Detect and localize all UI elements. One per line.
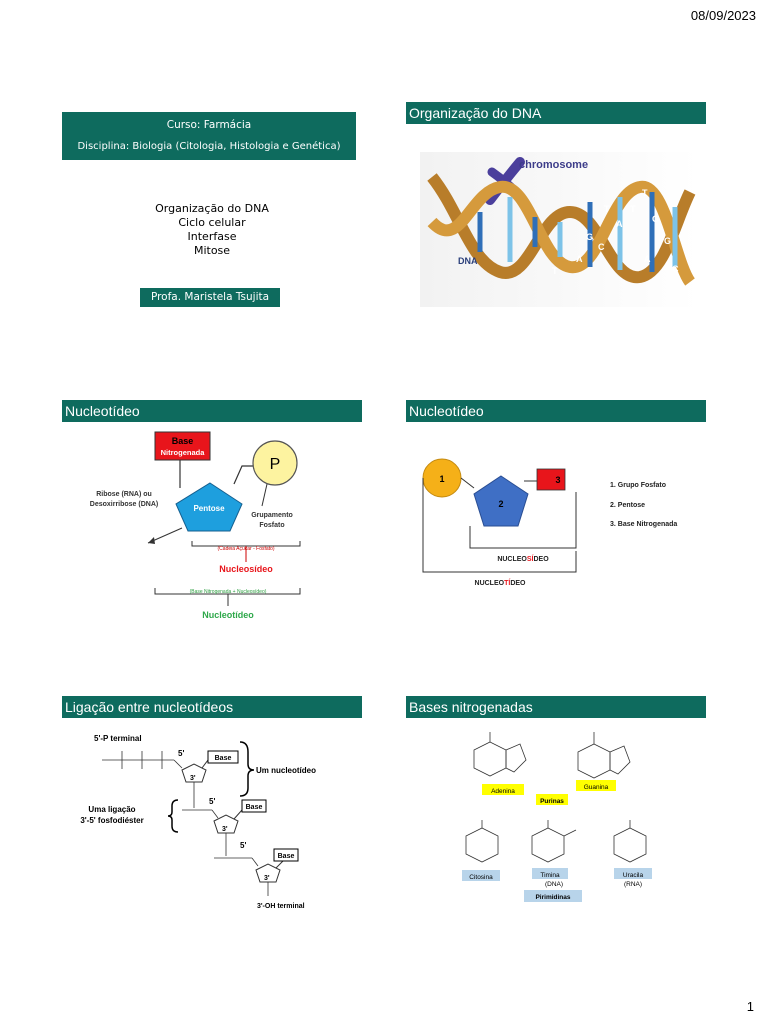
nucleotide-diagram: Base Nitrogenada P Pentose Ribose (RNA) … xyxy=(90,431,301,620)
slide-title: Bases nitrogenadas xyxy=(406,696,706,718)
slide-1-title: Curso: Farmácia Disciplina: Biologia (Ci… xyxy=(62,102,362,327)
part-3-label: 3 xyxy=(555,475,560,485)
course-box: Curso: Farmácia Disciplina: Biologia (Ci… xyxy=(62,112,356,160)
topic-list: Organização do DNA Ciclo celular Interfa… xyxy=(62,202,362,258)
slide-6-nitrogen-bases: Bases nitrogenadas Adenina Guanina Purin… xyxy=(406,696,706,921)
slide-title: Ligação entre nucleotídeos xyxy=(62,696,362,718)
phosphate-symbol: P xyxy=(270,456,281,473)
base-letter: C xyxy=(598,242,605,252)
citosina-label: Citosina xyxy=(469,874,493,881)
pyrimidine-structures xyxy=(465,820,647,863)
nucleoside-term: NUCLEOSÍDEO xyxy=(497,554,549,563)
five-prime-label: 5' xyxy=(178,749,184,758)
slide-title: Nucleotídeo xyxy=(406,400,706,422)
base-letter: T xyxy=(630,204,636,214)
legend-item: 2. Pentose xyxy=(610,502,645,509)
dna-chromosome-illustration: chromosome DNA T A G C A T G A G C T xyxy=(420,152,698,307)
adenina-label: Adenina xyxy=(491,788,515,795)
phosphate-group-sub-label: Fosfato xyxy=(259,522,284,529)
page-date: 08/09/2023 xyxy=(690,8,756,23)
base-letter: T xyxy=(642,188,648,198)
base-box-label: Base xyxy=(215,755,232,762)
pirimidinas-label: Pirimidinas xyxy=(535,894,570,901)
timina-label: Timina xyxy=(540,872,560,879)
bond-label: Uma ligação xyxy=(88,805,135,814)
slide-4-nucleotide-parts: Nucleotídeo 1 2 3 1. Grupo Fosfato 2. Pe… xyxy=(406,400,706,625)
slide-title: Nucleotídeo xyxy=(62,400,362,422)
nucleoside-label: Nucleosídeo xyxy=(219,564,273,574)
nucleotide-label: Nucleotídeo xyxy=(202,610,254,620)
five-prime-label: 5' xyxy=(240,841,246,850)
course-label: Curso: Farmácia xyxy=(166,119,252,131)
base-letter: G xyxy=(664,236,671,246)
base-letter: A xyxy=(576,254,583,264)
base-letter: A xyxy=(616,219,623,229)
rna-note: (RNA) xyxy=(624,881,642,888)
part-1-label: 1 xyxy=(439,474,444,484)
purinas-label: Purinas xyxy=(540,798,564,805)
nitrogen-bases-diagram: Adenina Guanina Purinas Citosina Timina … xyxy=(462,732,652,902)
topic-item: Interfase xyxy=(187,230,237,243)
three-prime-label: 3' xyxy=(222,826,228,833)
oh-terminal-label: 3'-OH terminal xyxy=(257,903,305,910)
discipline-label: Disciplina: Biologia (Citologia, Histolo… xyxy=(77,141,341,152)
guanina-label: Guanina xyxy=(584,784,609,791)
uracila-label: Uracila xyxy=(623,872,644,879)
topic-item: Mitose xyxy=(193,244,231,257)
pentose-label: Pentose xyxy=(193,504,225,513)
guanine-structure xyxy=(577,732,631,779)
phosphodiester-diagram: 5'-P terminal 5' 3' Base Um nucleotídeo … xyxy=(80,734,316,910)
base-letter: G xyxy=(586,232,593,242)
bond-sub-label: 3'-5' fosfodiéster xyxy=(80,816,143,825)
base-letter: A xyxy=(644,254,651,264)
base-letter: T xyxy=(604,204,610,214)
phosphate-group-label: Grupamento xyxy=(251,512,293,519)
legend-item: 3. Base Nitrogenada xyxy=(610,521,677,528)
base-box-label: Base xyxy=(246,804,263,811)
slide-title: Organização do DNA xyxy=(406,102,706,124)
sugar-label: Ribose (RNA) ou xyxy=(96,491,152,498)
slide-3-nucleotide: Nucleotídeo Base Nitrogenada P Pentose R… xyxy=(62,400,362,625)
nucleotide-term: NUCLEOTÍDEO xyxy=(475,578,527,587)
three-prime-label: 3' xyxy=(190,775,196,782)
three-prime-label: 3' xyxy=(264,875,270,882)
one-nucleotide-label: Um nucleotídeo xyxy=(256,766,316,775)
legend-item: 1. Grupo Fosfato xyxy=(610,482,666,489)
base-letter: G xyxy=(652,214,659,224)
slide-2-dna: Organização do DNA chromosome DNA T xyxy=(406,102,706,327)
combo-label: (Base Nitrogenada + Nucleosídeo) xyxy=(190,589,267,595)
five-prime-label: 5' xyxy=(209,797,215,806)
dna-label: DNA xyxy=(458,256,478,266)
base-label: Base xyxy=(172,436,194,446)
nucleotide-parts-diagram: 1 2 3 1. Grupo Fosfato 2. Pentose 3. Bas… xyxy=(422,458,677,587)
base-sub-label: Nitrogenada xyxy=(161,448,206,457)
topic-item: Ciclo celular xyxy=(178,216,246,229)
topic-item: Organização do DNA xyxy=(155,202,269,215)
part-2-label: 2 xyxy=(498,499,503,509)
base-letter: T xyxy=(552,266,558,276)
chromosome-label: chromosome xyxy=(519,159,588,171)
p-terminal-label: 5'-P terminal xyxy=(94,734,142,743)
adenine-structure xyxy=(473,732,527,777)
sugar-sub-label: Desoxirribose (DNA) xyxy=(90,501,158,508)
dna-note: (DNA) xyxy=(545,881,563,888)
page-number: 1 xyxy=(746,999,754,1014)
chain-label: (Cadeia Açucar - Fosfato) xyxy=(218,546,275,552)
base-box-label: Base xyxy=(278,853,295,860)
base-letter: C xyxy=(672,264,679,274)
professor-label: Profa. Maristela Tsujita xyxy=(140,288,280,307)
slide-5-phosphodiester: Ligação entre nucleotídeos 5'-P terminal… xyxy=(62,696,362,921)
